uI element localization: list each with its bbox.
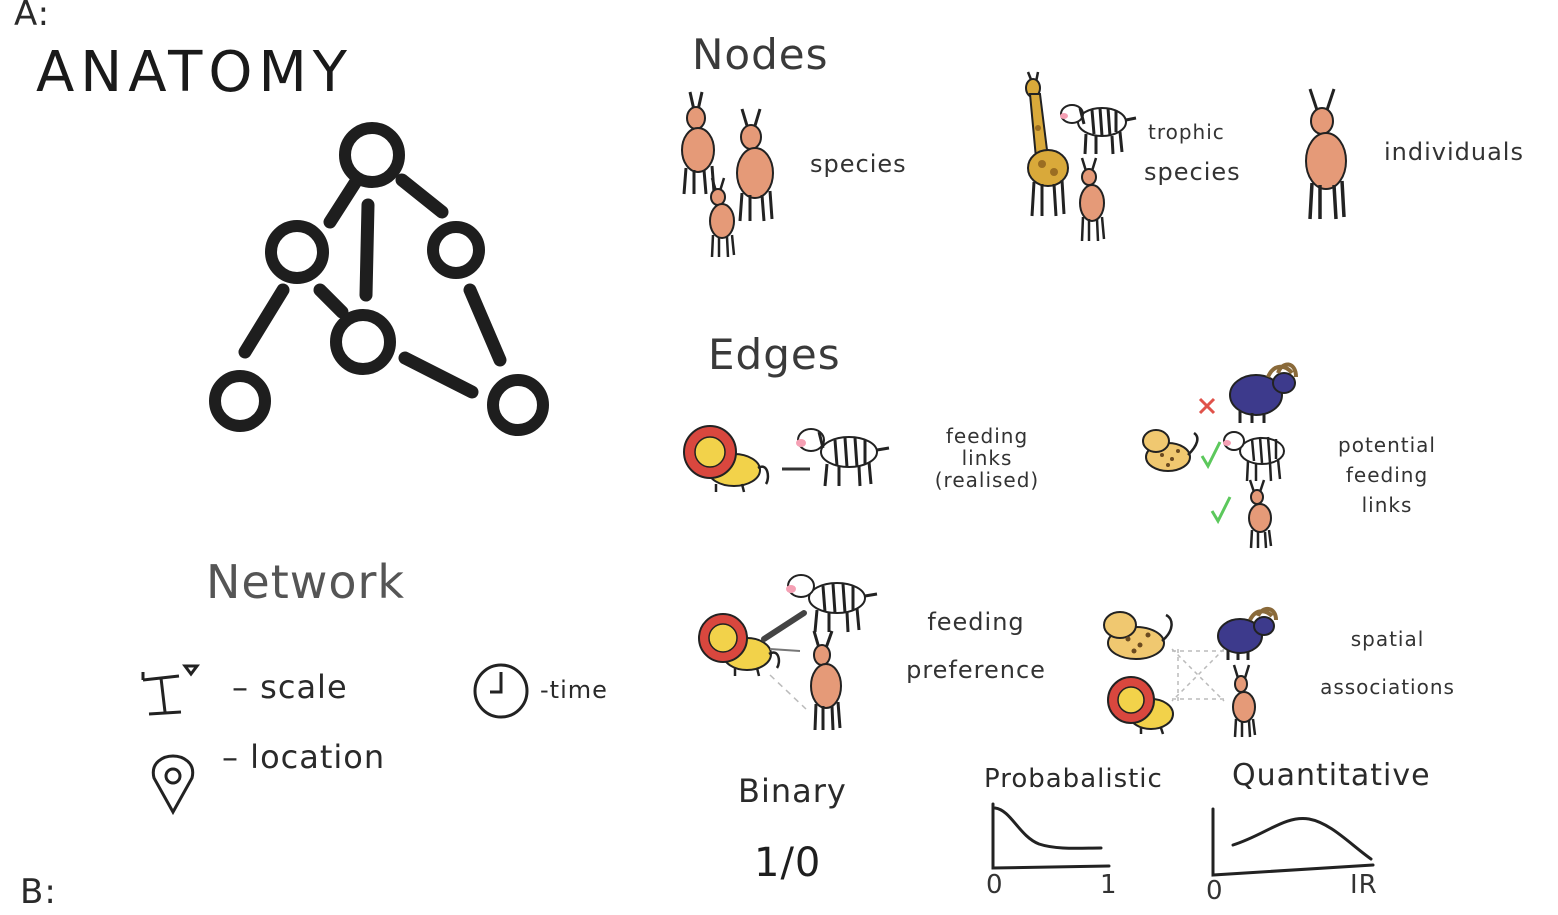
location-pin-icon bbox=[151, 754, 195, 816]
location-label: – location bbox=[222, 738, 386, 776]
graph-node bbox=[330, 309, 396, 375]
potential-links-label: potential feeding links bbox=[1312, 430, 1462, 520]
scale-label: – scale bbox=[232, 668, 348, 706]
potential-links-line-2: feeding bbox=[1345, 463, 1429, 487]
feeding-links-line-2: links bbox=[961, 446, 1013, 470]
zebra-icon bbox=[1060, 104, 1137, 155]
panel-b-label: B: bbox=[20, 872, 57, 912]
zebra-icon bbox=[796, 428, 890, 487]
check-icon bbox=[1210, 496, 1232, 525]
graph-edge bbox=[398, 351, 479, 399]
giraffe-icon bbox=[1025, 71, 1069, 217]
nodes-species-label: species bbox=[810, 150, 907, 178]
potential-links-line-1: potential bbox=[1338, 433, 1436, 457]
zebra-icon bbox=[786, 574, 878, 633]
graph-edge bbox=[359, 198, 375, 302]
panel-a-label: A: bbox=[14, 0, 51, 34]
graph-node bbox=[339, 122, 405, 188]
antelope-icon bbox=[1232, 664, 1257, 738]
graph-node bbox=[427, 221, 485, 279]
antelope-icon bbox=[1079, 157, 1106, 242]
clock-icon bbox=[473, 663, 529, 719]
spatial-association-links bbox=[1171, 648, 1225, 702]
antelope-icon bbox=[736, 108, 774, 222]
feeding-links-line-1: feeding bbox=[945, 424, 1029, 448]
antelope-icon bbox=[1248, 479, 1273, 549]
spatial-associations-line-1: spatial bbox=[1350, 627, 1425, 651]
feeding-preference-label: feeding preference bbox=[906, 598, 1046, 694]
page-title: ANATOMY bbox=[36, 40, 353, 105]
quantitative-x1: IR bbox=[1350, 870, 1378, 900]
probabilistic-x0: 0 bbox=[986, 870, 1004, 900]
feeding-links-line-3: (realised) bbox=[934, 468, 1040, 492]
spatial-associations-line-2: associations bbox=[1320, 675, 1455, 699]
quantitative-heading: Quantitative bbox=[1232, 758, 1431, 793]
graph-edge bbox=[463, 283, 507, 367]
leopard-icon bbox=[1142, 429, 1199, 472]
antelope-icon bbox=[709, 177, 736, 258]
binary-heading: Binary bbox=[738, 772, 847, 810]
probabilistic-x1: 1 bbox=[1100, 870, 1118, 900]
zebra-icon bbox=[1223, 431, 1285, 482]
preference-links bbox=[761, 610, 807, 710]
feeding-links-label: feeding links (realised) bbox=[922, 425, 1052, 491]
feeding-preference-line-1: feeding bbox=[927, 608, 1025, 636]
probabilistic-curve-plot bbox=[991, 802, 1111, 870]
lion-icon bbox=[1107, 676, 1174, 735]
link-line bbox=[782, 467, 810, 471]
nodes-heading: Nodes bbox=[692, 30, 829, 79]
probabilistic-heading: Probabalistic bbox=[984, 764, 1163, 794]
potential-links-line-3: links bbox=[1361, 493, 1413, 517]
spatial-associations-label: spatial associations bbox=[1305, 615, 1470, 711]
nodes-trophic-label-2: species bbox=[1144, 158, 1241, 186]
graph-node bbox=[487, 374, 549, 436]
graph-edge bbox=[323, 176, 362, 229]
edges-heading: Edges bbox=[708, 330, 841, 379]
lion-icon bbox=[698, 613, 781, 677]
buffalo-icon bbox=[1229, 362, 1298, 423]
scale-icon bbox=[141, 664, 200, 716]
quantitative-x0: 0 bbox=[1206, 876, 1224, 906]
cross-icon bbox=[1198, 397, 1216, 415]
antelope-icon bbox=[1305, 88, 1347, 220]
check-icon bbox=[1200, 441, 1222, 470]
antelope-icon bbox=[810, 630, 842, 731]
feeding-preference-line-2: preference bbox=[906, 656, 1046, 684]
quantitative-curve-plot bbox=[1211, 807, 1375, 877]
lion-icon bbox=[683, 425, 770, 493]
binary-value: 1/0 bbox=[754, 840, 822, 886]
graph-edge bbox=[395, 173, 449, 219]
network-heading: Network bbox=[206, 555, 406, 609]
graph-node bbox=[209, 370, 271, 432]
nodes-trophic-label-1: trophic bbox=[1148, 120, 1225, 144]
buffalo-icon bbox=[1217, 607, 1278, 660]
graph-edge bbox=[313, 283, 349, 319]
time-label: -time bbox=[540, 676, 608, 704]
graph-edge bbox=[238, 283, 290, 359]
graph-node bbox=[265, 220, 329, 284]
nodes-individuals-label: individuals bbox=[1384, 138, 1524, 166]
antelope-icon bbox=[681, 91, 716, 195]
leopard-icon bbox=[1103, 611, 1173, 660]
